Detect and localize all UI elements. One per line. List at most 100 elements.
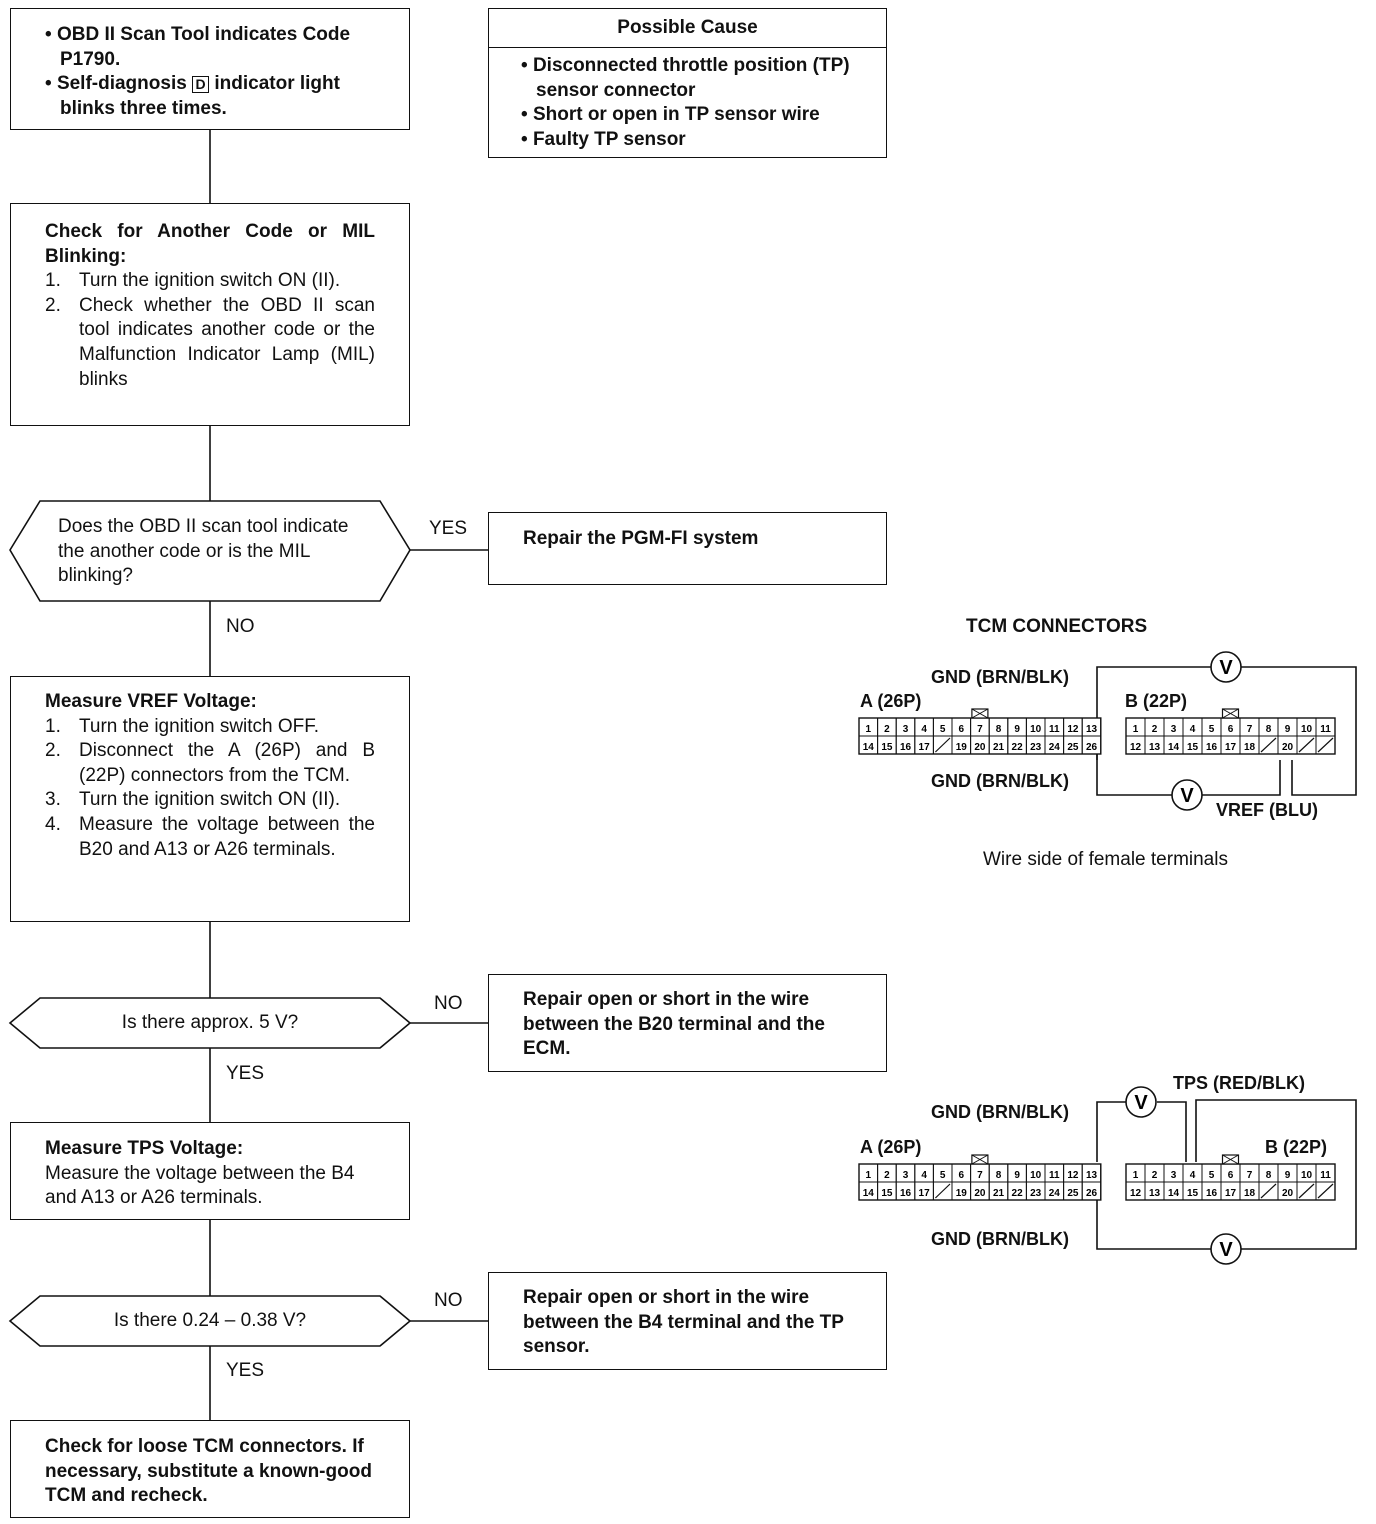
d2-a-pin-label: 24: [1049, 1188, 1061, 1199]
d1-a-pin-label: 8: [996, 724, 1002, 735]
d2-b-pin-label: 11: [1320, 1170, 1331, 1181]
d-indicator-icon: D: [192, 76, 210, 94]
final-text: Check for loose TCM connectors. If neces…: [45, 1436, 372, 1507]
d2-a-pin-label: 26: [1086, 1188, 1098, 1199]
tcm-connectors-title: TCM CONNECTORS: [966, 616, 1148, 637]
d1-a-pin-label: 20: [974, 742, 986, 753]
step2-item-1: 1.Turn the ignition switch OFF.: [45, 715, 320, 737]
d1-b-pin-label: 20: [1282, 742, 1294, 753]
d2-a-pin-label: 2: [884, 1170, 890, 1181]
d1-gnd-bottom-label: GND (BRN/BLK): [931, 771, 1069, 791]
d2-b-pin-cell: [1315, 1181, 1336, 1201]
decision3-shape: [8, 1295, 412, 1347]
decision2-question: Is there approx. 5 V?: [121, 1012, 299, 1033]
d2-b-pin-label: 20: [1282, 1188, 1294, 1199]
step2-item-3: 3.Turn the ignition switch ON (II).: [45, 789, 341, 811]
d2-b-pin-label: 7: [1247, 1170, 1253, 1181]
d1-a-pin-label: 22: [1012, 742, 1024, 753]
step3-text: Measure the voltage between the B4 and A…: [45, 1162, 355, 1209]
d1-top-loop-wire: [1240, 666, 1357, 796]
d2-gnd-top-wire: [1096, 1101, 1126, 1162]
d2-a-pin-label: 12: [1067, 1170, 1079, 1181]
d2-b-pin-label: 15: [1187, 1188, 1199, 1199]
possible-cause-box: Possible Cause • Disconnected throttle p…: [488, 8, 887, 158]
d1-a-pin-label: 15: [881, 742, 893, 753]
d1-top-meter-label: V: [1219, 657, 1233, 679]
d2-a-pin-label: 1: [866, 1170, 872, 1181]
d2-b-pin-label: 17: [1225, 1188, 1237, 1199]
d2-a-pin-label: 9: [1014, 1170, 1020, 1181]
d2-a-pin-label: 3: [903, 1170, 909, 1181]
repair-b4-box: Repair open or short in the wire between…: [488, 1272, 887, 1370]
step2-item-4: 4.Measure the voltage between the B20 an…: [45, 813, 375, 860]
d1-b-pin-label: 5: [1209, 724, 1215, 735]
d2-b-pin-label: 13: [1149, 1188, 1161, 1199]
d1-a-lock-tab-x: [971, 708, 989, 719]
d1-a-pin-label: 17: [919, 742, 931, 753]
d1-a-pin-label: 19: [956, 742, 968, 753]
decision2-no-label: NO: [434, 993, 463, 1014]
d2-b-empty-pin: [1317, 1183, 1334, 1199]
d2-top-loop-wire: [1195, 1099, 1357, 1250]
d1-b-pin-label: 11: [1320, 724, 1331, 735]
d2-conn-b-label: B (22P): [1265, 1137, 1328, 1157]
decision1-shape: [9, 500, 411, 602]
check-loose-connectors-box: Check for loose TCM connectors. If neces…: [10, 1420, 410, 1518]
d1-top-meter-icon: [1210, 651, 1242, 683]
d1-b-pin-label: 10: [1301, 724, 1313, 735]
d1-a-pin-label: 7: [977, 724, 983, 735]
d2-tps-label: TPS (RED/BLK): [1173, 1073, 1305, 1093]
decision1-yes-label: YES: [429, 518, 468, 539]
d2-b-pin-label: 18: [1244, 1188, 1256, 1199]
d2-tps-wire: [1157, 1101, 1187, 1162]
d2-top-meter-label: V: [1134, 1092, 1148, 1114]
d2-a-pin-label: 10: [1030, 1170, 1042, 1181]
d2-b-pin-label: 12: [1130, 1188, 1142, 1199]
decision2-shape: [8, 997, 412, 1049]
d2-a-empty-pin: [934, 1183, 951, 1199]
step1-title: Check for Another Code or MIL Blinking:: [45, 221, 375, 267]
possible-cause-title: Possible Cause: [489, 9, 886, 48]
d2-b-pin-label: 1: [1133, 1170, 1139, 1181]
d1-a-pin-label: 26: [1086, 742, 1098, 753]
d2-a-pin-label: 6: [959, 1170, 965, 1181]
d1-b-pin-label: 7: [1247, 724, 1253, 735]
cause-item-3: • Faulty TP sensor: [521, 128, 686, 150]
d1-a-pin-label: 4: [921, 724, 927, 735]
decision3-question: Is there 0.24 – 0.38 V?: [113, 1310, 307, 1331]
d2-gnd-bottom-wire: [1096, 1200, 1211, 1250]
d2-a-pin-label: 23: [1030, 1188, 1042, 1199]
d2-a-lock-tab-x: [971, 1154, 989, 1165]
d2-b-lock-tab-x: [1222, 1154, 1239, 1165]
d2-a-pin-label: 17: [919, 1188, 931, 1199]
decision3-yes-label: YES: [226, 1360, 265, 1381]
d2-a-pin-label: 15: [881, 1188, 893, 1199]
start-box: • OBD II Scan Tool indicates Code P1790.…: [10, 8, 410, 130]
measure-vref-box: Measure VREF Voltage: 1.Turn the ignitio…: [10, 676, 410, 922]
d1-b-empty-pin: [1260, 737, 1277, 753]
d1-a-pin-label: 24: [1049, 742, 1061, 753]
d2-b-pin-label: 5: [1209, 1170, 1215, 1181]
d1-b-pin-label: 2: [1152, 724, 1158, 735]
d2-bottom-meter-icon: [1210, 1233, 1242, 1265]
d2-a-pin-label: 21: [993, 1188, 1005, 1199]
d2-conn-a-label: A (26P): [860, 1137, 922, 1157]
d2-a-pin-label: 19: [956, 1188, 968, 1199]
d2-a-pin-label: 7: [977, 1170, 983, 1181]
d1-a-pin-label: 2: [884, 724, 890, 735]
d2-b-empty-pin: [1260, 1183, 1277, 1199]
measure-tps-box: Measure TPS Voltage: Measure the voltage…: [10, 1122, 410, 1220]
step3-title: Measure TPS Voltage:: [45, 1138, 244, 1159]
d1-a-pin-label: 13: [1086, 724, 1098, 735]
d1-a-pin-label: 5: [940, 724, 946, 735]
repair-b20-box: Repair open or short in the wire between…: [488, 974, 887, 1072]
d2-a-pin-cell: [1081, 1181, 1102, 1201]
check-other-code-box: Check for Another Code or MIL Blinking: …: [10, 203, 410, 426]
d1-b-pin-cell: [1315, 735, 1336, 755]
d2-a-pin-label: 4: [921, 1170, 927, 1181]
d2-b-pin-label: 16: [1206, 1188, 1218, 1199]
cause-item-2: • Short or open in TP sensor wire: [521, 104, 820, 126]
meters: [1125, 651, 1242, 1265]
